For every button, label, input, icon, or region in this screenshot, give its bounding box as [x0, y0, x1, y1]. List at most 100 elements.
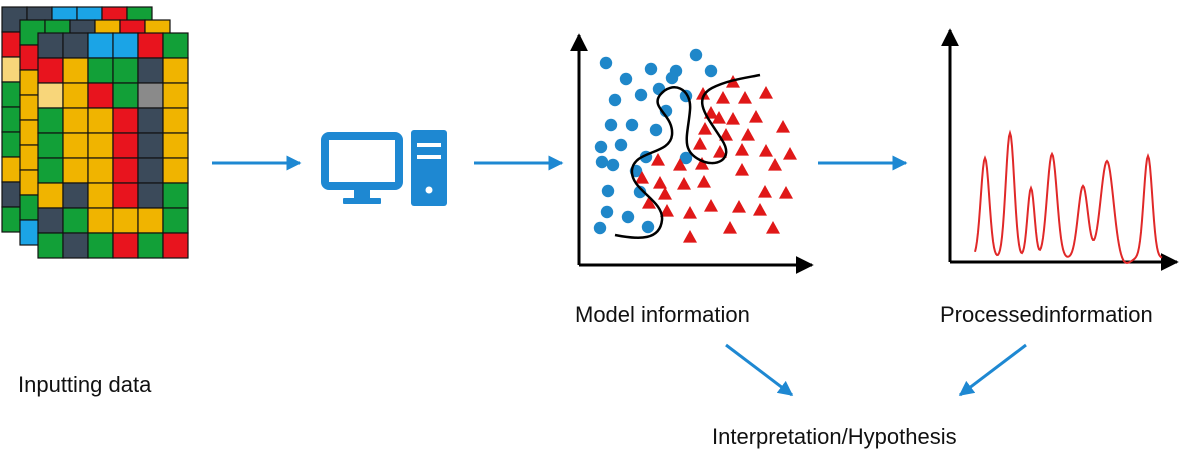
grid-cell: [37, 232, 64, 259]
scatter-circle-point: [604, 118, 618, 132]
input-grid-front-layer: [37, 32, 189, 259]
grid-cell: [87, 182, 114, 209]
grid-cell: [137, 57, 164, 84]
grid-cell: [87, 232, 114, 259]
grid-cell: [37, 207, 64, 234]
monitor-icon: [321, 132, 403, 204]
scatter-circle-point: [641, 220, 655, 234]
scatter-circle-point: [665, 71, 679, 85]
scatter-triangle-point: [776, 120, 790, 133]
grid-cell: [137, 182, 164, 209]
input-data-label: Inputting data: [18, 372, 152, 397]
scatter-triangle-point: [696, 87, 710, 100]
grid-cell: [87, 82, 114, 109]
scatter-triangle-point: [759, 86, 773, 99]
arrow-diagonal-icon: [725, 343, 794, 397]
grid-cell: [112, 157, 139, 184]
scatter-triangle-point: [653, 176, 667, 189]
scatter-triangle-point: [758, 185, 772, 198]
grid-cell: [112, 132, 139, 159]
scatter-triangle-point: [697, 175, 711, 188]
grid-cell: [87, 132, 114, 159]
scatter-triangle-point: [658, 187, 672, 200]
scatter-circle-point: [606, 158, 620, 172]
scatter-classification-icon: [570, 33, 814, 274]
grid-cell: [87, 57, 114, 84]
input-data-grid-stack: [1, 6, 189, 259]
grid-cell: [62, 82, 89, 109]
scatter-triangle-point: [723, 221, 737, 234]
grid-cell: [112, 207, 139, 234]
signal-peaks-icon: [941, 28, 1179, 271]
scatter-circle-point: [621, 210, 635, 224]
scatter-triangle-point: [766, 221, 780, 234]
grid-cell: [87, 107, 114, 134]
signal-curve: [974, 129, 1163, 264]
scatter-triangle-point: [683, 230, 697, 243]
grid-cell: [162, 57, 189, 84]
scatter-circle-point: [599, 56, 613, 70]
grid-cell: [62, 107, 89, 134]
scatter-circle-point: [608, 93, 622, 107]
scatter-triangle-point: [651, 153, 665, 166]
grid-cell: [162, 107, 189, 134]
scatter-triangle-point: [712, 111, 726, 124]
tower-icon: [411, 130, 447, 206]
scatter-circle-point: [619, 72, 633, 86]
grid-cell: [162, 132, 189, 159]
scatter-triangle-point: [759, 144, 773, 157]
decision-boundary: [614, 73, 761, 240]
grid-cell: [37, 32, 64, 59]
scatter-circle-point: [652, 82, 666, 96]
grid-cell: [112, 82, 139, 109]
scatter-triangle-point: [677, 177, 691, 190]
processed-information-label: Processedinformation: [940, 302, 1153, 327]
scatter-triangles: [635, 75, 797, 243]
grid-cell: [137, 82, 164, 109]
scatter-triangle-point: [693, 137, 707, 150]
grid-cell: [137, 132, 164, 159]
grid-cell: [62, 132, 89, 159]
grid-cell: [137, 157, 164, 184]
grid-cell: [137, 207, 164, 234]
scatter-triangle-point: [732, 200, 746, 213]
scatter-triangle-point: [783, 147, 797, 160]
scatter-circle-point: [649, 123, 663, 137]
scatter-triangle-point: [713, 145, 727, 158]
scatter-triangle-point: [635, 171, 649, 184]
scatter-triangle-point: [735, 143, 749, 156]
scatter-triangle-point: [738, 91, 752, 104]
arrow-diagonal-icon: [958, 343, 1027, 397]
scatter-circle-point: [633, 185, 647, 199]
scatter-triangle-point: [673, 158, 687, 171]
grid-cell: [62, 32, 89, 59]
grid-cell: [37, 82, 64, 109]
scatter-circles: [593, 48, 718, 235]
grid-cell: [112, 232, 139, 259]
scatter-triangle-point: [642, 196, 656, 209]
scatter-circle-point: [625, 118, 639, 132]
scatter-triangle-point: [704, 199, 718, 212]
scatter-triangle-point: [779, 186, 793, 199]
scatter-triangle-point: [719, 128, 733, 141]
scatter-triangle-point: [768, 158, 782, 171]
scatter-triangle-point: [741, 128, 755, 141]
scatter-triangle-point: [695, 157, 709, 170]
scatter-circle-point: [614, 138, 628, 152]
grid-cell: [37, 157, 64, 184]
grid-cell: [162, 232, 189, 259]
grid-cell: [137, 107, 164, 134]
grid-cell: [87, 207, 114, 234]
scatter-circle-point: [600, 205, 614, 219]
grid-cell: [62, 232, 89, 259]
grid-cell: [112, 182, 139, 209]
grid-cell: [37, 107, 64, 134]
scatter-circle-point: [644, 62, 658, 76]
model-information-label: Model information: [575, 302, 750, 327]
scatter-circle-point: [634, 88, 648, 102]
scatter-circle-point: [594, 140, 608, 154]
scatter-triangle-point: [753, 203, 767, 216]
scatter-triangle-point: [749, 110, 763, 123]
scatter-circle-point: [679, 151, 693, 165]
computer-icon: [321, 130, 447, 206]
